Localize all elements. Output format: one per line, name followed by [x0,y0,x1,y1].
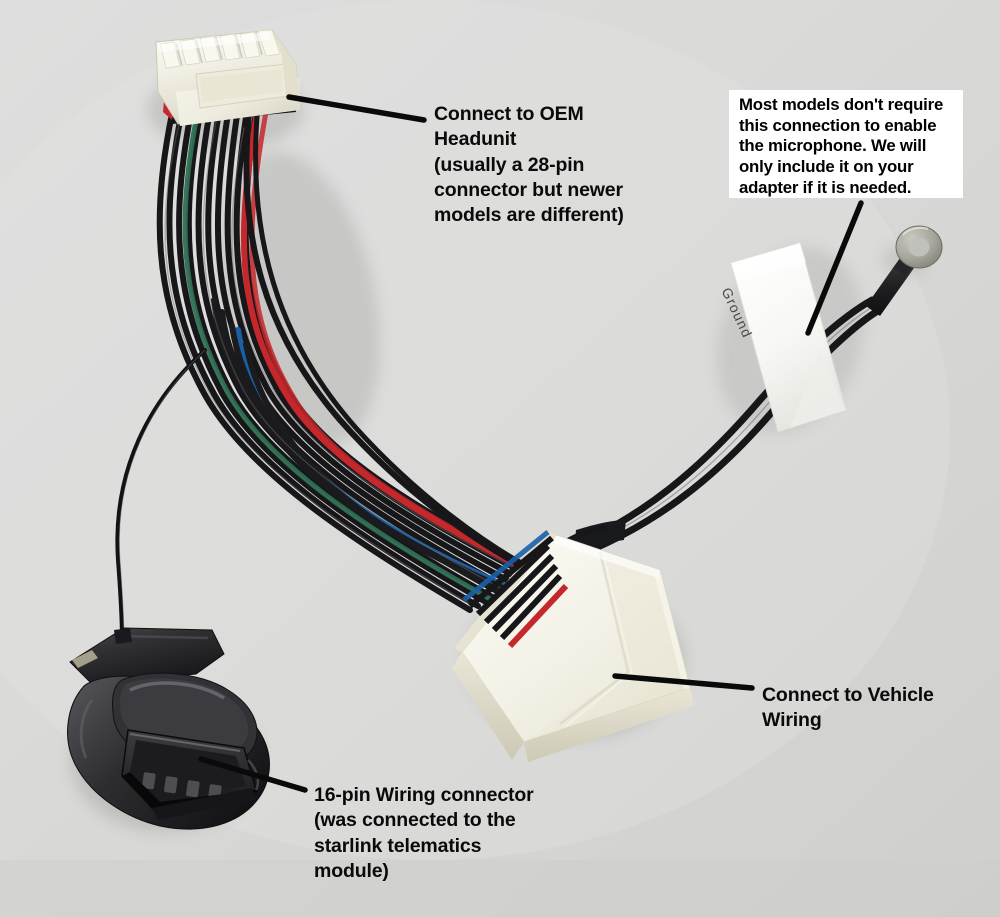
callout-microphone-note-box: Most models don't require this connectio… [729,90,963,198]
black-16-pin-connector [67,627,270,830]
leader-lines [198,94,864,793]
callout-sixteen-pin-wiring-connector: 16-pin Wiring connector (was connected t… [314,784,534,883]
leader-headunit [286,94,427,123]
wire-bundle-entry [462,530,569,649]
wire-outer-loop [243,101,543,579]
white-ground-tag [730,242,847,433]
wire-outer-loop-2 [253,101,551,581]
leader-vehicle-wiring [612,673,755,691]
white-28-pin-connector [155,29,301,126]
wire-green [182,97,495,603]
callout-connect-to-vehicle-wiring: Connect to Vehicle Wiring [762,684,934,732]
ground-ring-terminal [866,225,943,316]
callout-connect-to-oem-headunit: Connect to OEM Headunit (usually a 28-pi… [434,103,624,227]
callout-microphone-note-text: Most models don't require this connectio… [739,95,944,197]
wire-bundle [115,92,557,642]
leader-sixteen-pin [198,756,308,793]
leader-microphone [805,200,864,336]
wire-to-telematics [115,348,207,642]
ground-branch-wires [553,296,880,564]
